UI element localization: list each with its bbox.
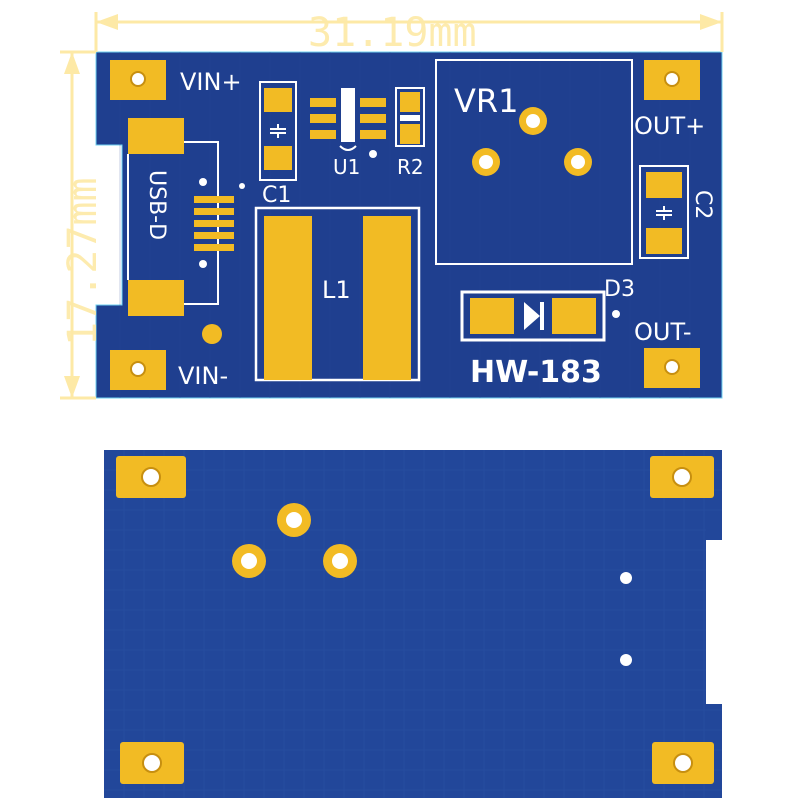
potentiometer-vr1	[435, 59, 633, 265]
back-mount-pad-bottom-left	[120, 742, 184, 784]
resistor-r2	[395, 87, 425, 147]
back-potentiometer-pads	[232, 503, 357, 578]
back-via-lower	[620, 654, 632, 666]
back-board-outline	[104, 450, 722, 798]
mount-pad-top-left	[110, 60, 166, 100]
mount-pad-bottom-right	[644, 348, 700, 388]
back-mount-pad-top-right	[650, 456, 714, 498]
label-model: HW-183	[470, 355, 602, 390]
back-via-upper	[620, 572, 632, 584]
back-grid	[104, 450, 722, 798]
label-vin-minus: VIN-	[178, 362, 228, 390]
label-d3: D3	[604, 277, 635, 302]
label-vin-plus: VIN+	[180, 68, 242, 96]
mount-pad-top-right	[644, 60, 700, 100]
label-out-plus: OUT+	[634, 112, 705, 140]
label-usb: USB-D	[144, 170, 169, 240]
capacitor-c1	[259, 81, 297, 181]
label-l1: L1	[322, 276, 351, 304]
front-board: VIN+ VIN- OUT+ OUT- USB-D VR1 U1 R2 C1 C…	[95, 51, 723, 399]
test-point-pad	[202, 324, 222, 344]
back-board	[104, 450, 722, 798]
capacitor-c2	[639, 165, 689, 259]
dimension-height: 17.27mm	[60, 50, 106, 400]
dimension-width: 31.19mm	[94, 10, 724, 56]
dimension-width-label: 31.19mm	[308, 10, 477, 56]
label-u1: U1	[333, 155, 360, 179]
usb-footprint	[127, 118, 245, 316]
mount-pad-bottom-left	[110, 350, 166, 390]
diode-d3	[460, 290, 620, 342]
back-mount-pad-bottom-right	[652, 742, 714, 784]
label-r2: R2	[397, 155, 424, 179]
label-vr1: VR1	[454, 82, 518, 120]
dimension-height-label: 17.27mm	[60, 177, 106, 346]
label-c1: C1	[262, 183, 291, 208]
chip-u1	[310, 88, 386, 158]
inductor-l1	[254, 206, 421, 382]
back-mount-pad-top-left	[116, 456, 186, 498]
label-c2: C2	[690, 190, 715, 219]
label-out-minus: OUT-	[634, 318, 692, 346]
